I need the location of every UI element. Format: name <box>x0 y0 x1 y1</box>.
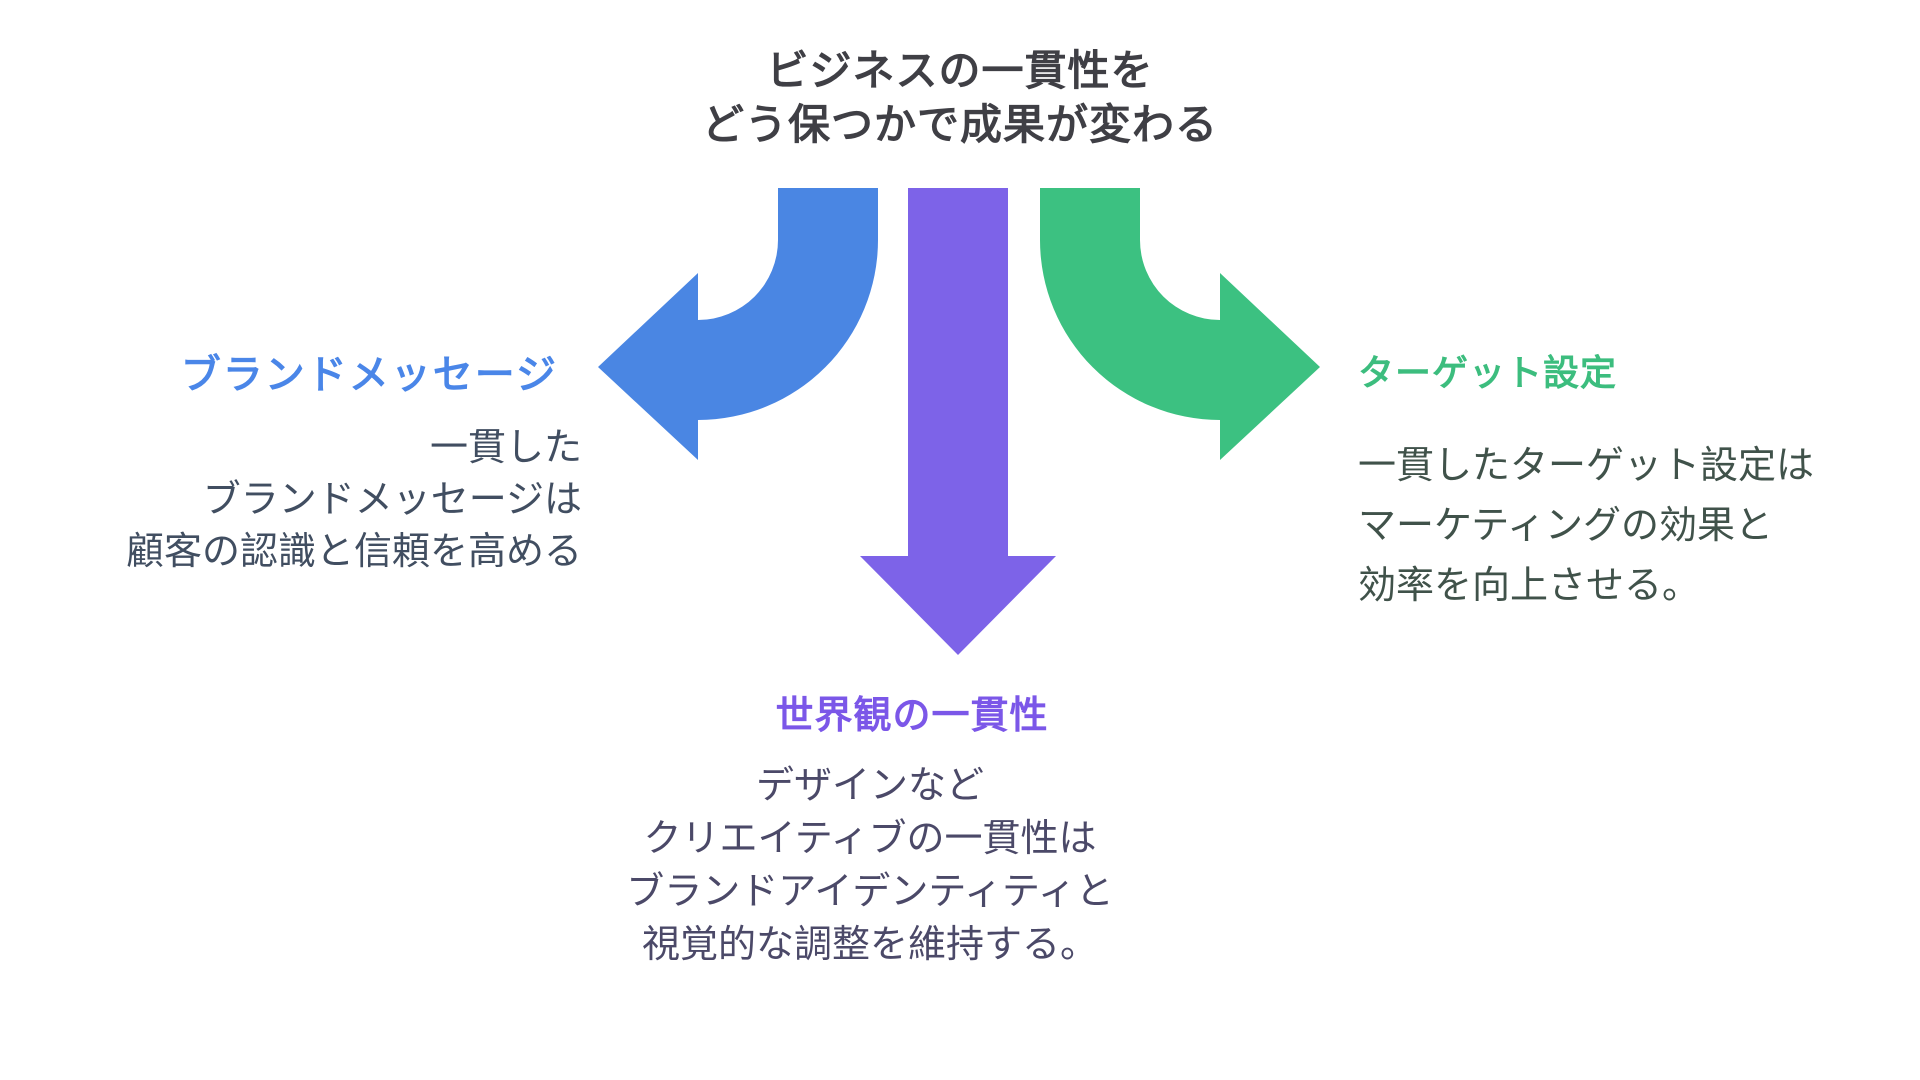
section-label-target-setting: ターゲット設定 <box>1358 352 1618 393</box>
straight-arrow-down-icon <box>860 188 1056 655</box>
body-line: 効率を向上させる。 <box>1358 565 1701 607</box>
body-line: マーケティングの効果と <box>1358 505 1773 547</box>
body-line: 一貫した <box>429 427 582 469</box>
diagram-title-line-2: どう保つかで成果が変わる <box>701 101 1218 148</box>
section-body-worldview: デザインなど クリエイティブの一貫性は ブランドアイデンティティと 視覚的な調整… <box>570 760 1170 972</box>
body-line: 視覚的な調整を維持する。 <box>641 924 1098 966</box>
curved-arrow-down-right-icon <box>1040 188 1320 460</box>
body-line: 一貫したターゲット設定は <box>1358 445 1815 487</box>
section-body-brand-message: 一貫した ブランドメッセージは 顧客の認識と信頼を高める <box>126 422 582 578</box>
body-line: ブランドメッセージは <box>202 479 582 521</box>
body-line: デザインなど <box>755 765 984 807</box>
body-line: 顧客の認識と信頼を高める <box>125 531 582 573</box>
body-line: クリエイティブの一貫性は <box>643 818 1097 860</box>
section-body-target-setting: 一貫したターゲット設定は マーケティングの効果と 効率を向上させる。 <box>1358 436 1814 616</box>
diagram-title-line-1: ビジネスの一貫性を <box>766 47 1154 94</box>
curved-arrow-down-left-icon <box>598 188 878 460</box>
body-line: ブランドアイデンティティと <box>626 871 1114 913</box>
section-label-worldview: 世界観の一貫性 <box>775 695 1049 737</box>
diagram-title: ビジネスの一貫性を どう保つかで成果が変わる <box>460 44 1460 152</box>
section-label-brand-message: ブランドメッセージ <box>180 353 558 397</box>
